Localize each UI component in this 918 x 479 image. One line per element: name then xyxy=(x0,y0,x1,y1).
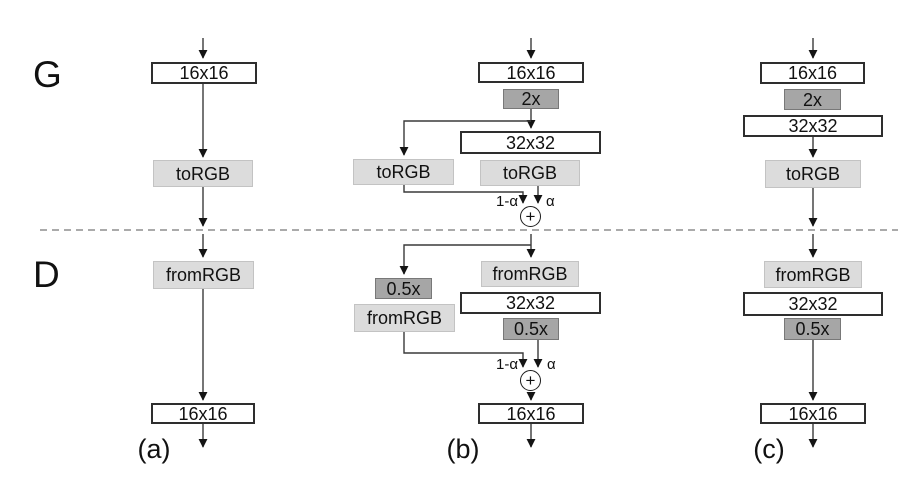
c-g-torgb-box: toRGB xyxy=(765,160,861,188)
b-d-one-minus-alpha-label: 1-α xyxy=(495,356,518,373)
b-d-res32-box: 32x32 xyxy=(460,292,601,314)
phase-a-label: (a) xyxy=(137,434,171,464)
b-g-torgb-left-box: toRGB xyxy=(353,159,454,185)
a-g-res16-box: 16x16 xyxy=(151,62,257,84)
b-d-res16-box: 16x16 xyxy=(478,403,584,424)
phase-b-label: (b) xyxy=(446,434,480,464)
b-d-fromrgb-right-box: fromRGB xyxy=(481,261,579,287)
c-d-res16-box: 16x16 xyxy=(760,403,866,424)
b-g-branch-to-left-torgb-arrow xyxy=(399,120,531,156)
discriminator-label: D xyxy=(33,254,60,295)
b-d-fromrgb-left-box: fromRGB xyxy=(354,304,455,332)
b-d-alpha-label: α xyxy=(547,356,556,373)
b-g-left-torgb-to-sum-arrow xyxy=(403,185,528,204)
b-d-downsample-left-box: 0.5x xyxy=(375,278,432,299)
c-g-res16-box: 16x16 xyxy=(760,62,865,84)
b-d-branch-to-downsample-arrow xyxy=(399,244,531,275)
b-d-sum-icon: + xyxy=(520,370,541,391)
c-d-res32-box: 32x32 xyxy=(743,292,883,316)
c-d-downsample-box: 0.5x xyxy=(784,318,841,340)
a-d-res16-box: 16x16 xyxy=(151,403,255,424)
b-g-one-minus-alpha-label: 1-α xyxy=(495,193,518,210)
b-g-res32-box: 32x32 xyxy=(460,131,601,154)
c-g-res32-box: 32x32 xyxy=(743,115,883,137)
a-d-fromrgb-box: fromRGB xyxy=(153,261,254,289)
generator-label: G xyxy=(33,54,62,95)
b-g-res16-box: 16x16 xyxy=(478,62,584,83)
b-g-sum-icon: + xyxy=(520,206,541,227)
b-g-torgb-right-box: toRGB xyxy=(480,160,580,186)
c-d-fromrgb-box: fromRGB xyxy=(764,261,862,288)
generator-discriminator-divider xyxy=(40,229,898,231)
b-g-upsample-box: 2x xyxy=(503,89,559,109)
b-d-downsample-right-box: 0.5x xyxy=(503,318,559,340)
c-g-upsample-box: 2x xyxy=(784,89,841,110)
b-d-left-fromrgb-to-sum-arrow xyxy=(403,332,528,368)
a-g-torgb-box: toRGB xyxy=(153,160,253,187)
phase-c-label: (c) xyxy=(753,434,785,464)
b-g-alpha-label: α xyxy=(546,193,555,210)
